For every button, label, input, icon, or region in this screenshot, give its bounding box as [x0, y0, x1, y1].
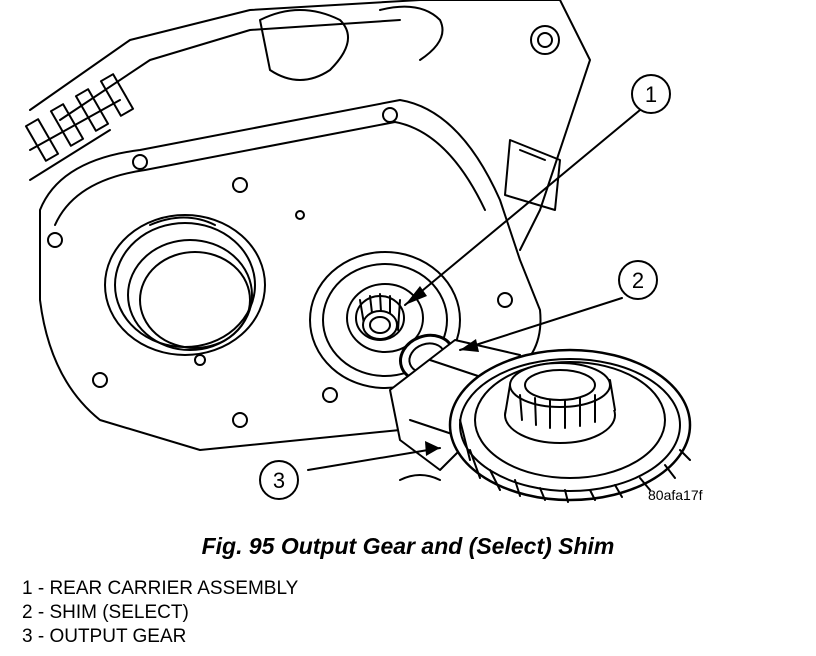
callout-circles	[259, 74, 671, 500]
callout-3-circle	[259, 460, 299, 500]
left-bore	[104, 214, 266, 356]
callout-2-circle	[618, 260, 658, 300]
figure-caption: Fig. 95 Output Gear and (Select) Shim	[201, 533, 615, 559]
arrow-1	[404, 109, 641, 306]
arrow-3	[307, 447, 441, 471]
arrow-2-head	[460, 339, 479, 352]
callout-1-circle	[631, 74, 671, 114]
arrow-1-head	[405, 286, 427, 305]
arrow-2	[459, 297, 623, 351]
legend-item: 2 - SHIM (SELECT)	[22, 602, 189, 623]
callout-3-number: 3	[273, 468, 285, 493]
leader-arrows	[307, 109, 641, 471]
output-gear	[448, 348, 692, 503]
legend-item: 3 - OUTPUT GEAR	[22, 626, 187, 647]
legend-list: 1 - REAR CARRIER ASSEMBLY 2 - SHIM (SELE…	[22, 577, 298, 649]
arrow-3-head	[425, 441, 440, 456]
legend-item: 1 - REAR CARRIER ASSEMBLY	[22, 578, 299, 599]
output-gear-diagram: 1 2 3 80afa17f	[24, 0, 703, 503]
callout-2-number: 2	[632, 268, 644, 293]
callout-1-number: 1	[645, 82, 657, 107]
image-code: 80afa17f	[648, 487, 703, 503]
transfer-case-body	[24, 0, 591, 251]
